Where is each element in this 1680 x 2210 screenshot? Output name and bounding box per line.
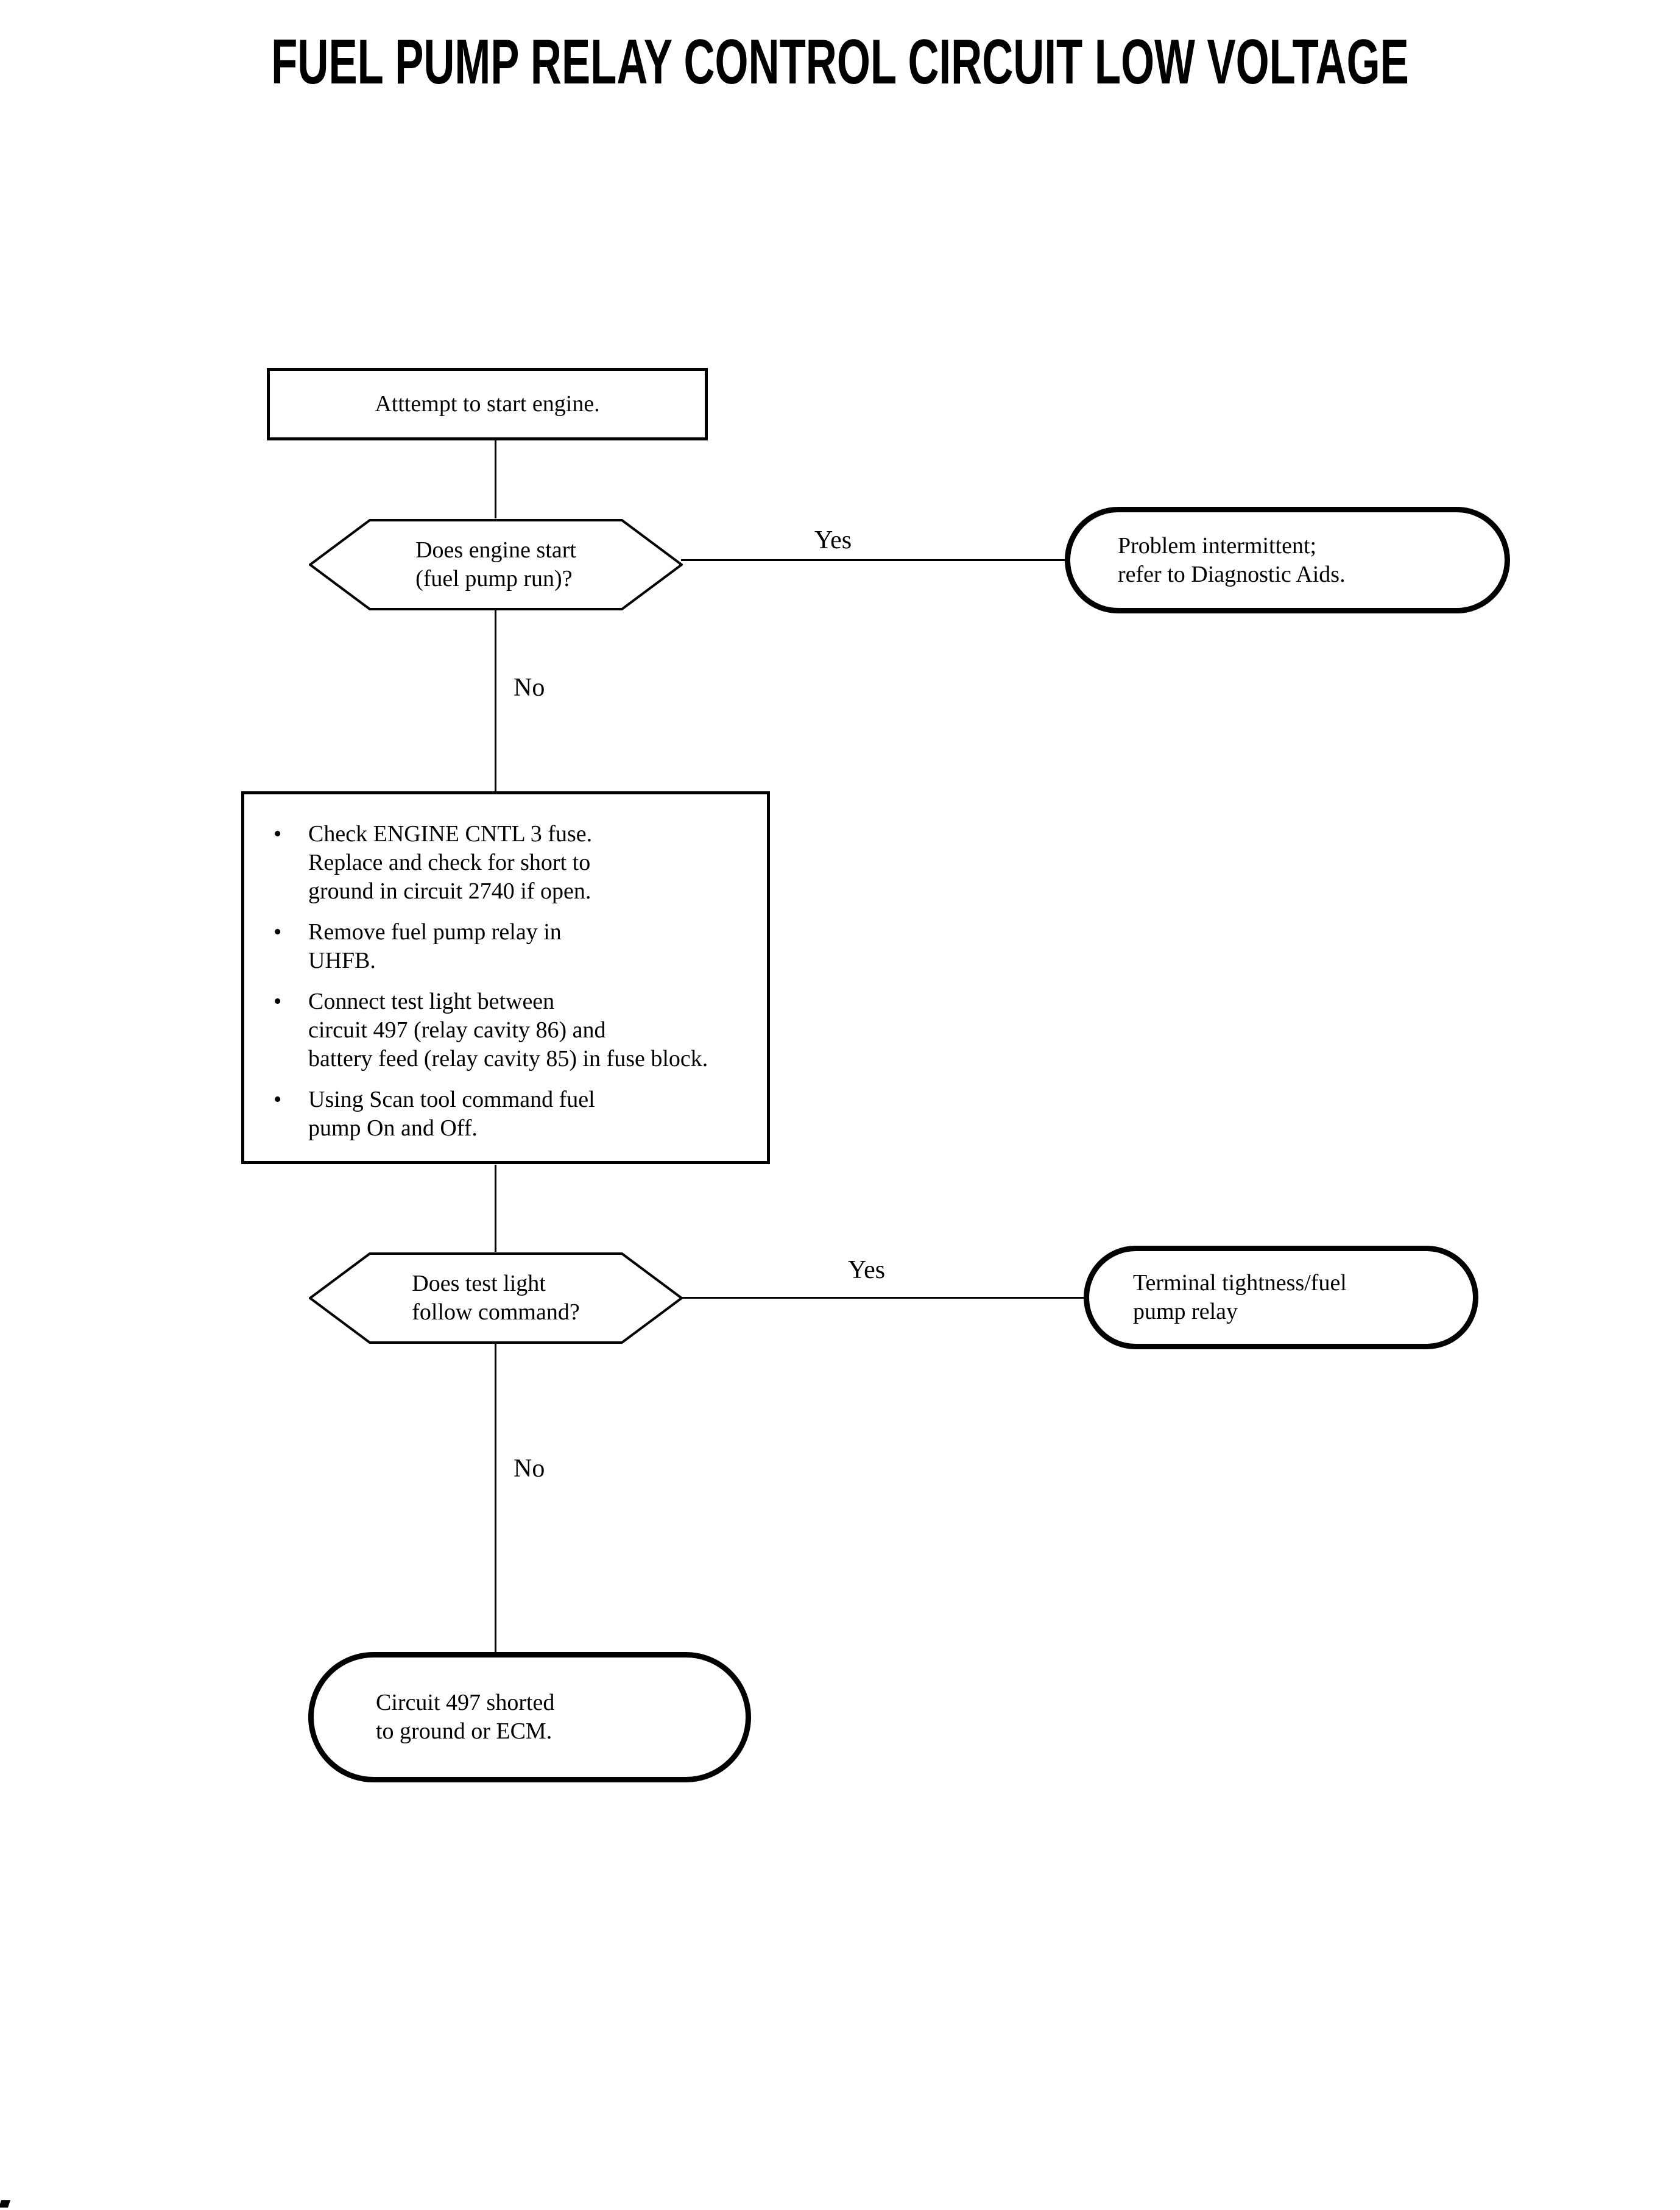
no-label: No bbox=[514, 674, 545, 702]
page-title: FUEL PUMP RELAY CONTROL CIRCUIT LOW VOLT… bbox=[271, 27, 1409, 97]
terminator-circuit-shorted: Circuit 497 shorted to ground or ECM. bbox=[308, 1652, 751, 1782]
terminator-problem-intermittent: Problem intermittent; refer to Diagnosti… bbox=[1065, 507, 1510, 613]
action-item-text: Using Scan tool command fuel pump On and… bbox=[308, 1087, 595, 1141]
action-item-text: Check ENGINE CNTL 3 fuse. Replace and ch… bbox=[308, 821, 593, 904]
yes-label: Yes bbox=[848, 1256, 886, 1284]
no-label: No bbox=[514, 1455, 545, 1483]
start-box-label: Atttempt to start engine. bbox=[375, 391, 600, 417]
bullet-icon: • bbox=[274, 989, 282, 1014]
action-item-text: Remove fuel pump relay in UHFB. bbox=[308, 919, 562, 973]
bullet-icon: • bbox=[274, 821, 282, 847]
action-item: • Connect test light between circuit 497… bbox=[274, 987, 767, 1073]
connector-line bbox=[681, 559, 1066, 561]
terminator-terminal-tightness-label: Terminal tightness/fuel pump relay bbox=[1133, 1270, 1347, 1324]
action-item: • Remove fuel pump relay in UHFB. bbox=[274, 918, 767, 975]
decision-engine-start-label: Does engine start (fuel pump run)? bbox=[415, 537, 576, 591]
connector-line bbox=[495, 437, 496, 518]
connector-line bbox=[681, 1297, 1085, 1299]
action-box: • Check ENGINE CNTL 3 fuse. Replace and … bbox=[241, 791, 770, 1164]
terminator-circuit-shorted-label: Circuit 497 shorted to ground or ECM. bbox=[376, 1690, 555, 1744]
connector-line bbox=[495, 1165, 496, 1252]
yes-label: Yes bbox=[814, 526, 852, 554]
bullet-icon: • bbox=[274, 919, 282, 945]
hexagon-shape bbox=[309, 519, 683, 610]
connector-line bbox=[495, 610, 496, 791]
connector-line bbox=[495, 1343, 496, 1652]
decision-test-light-label: Does test light follow command? bbox=[412, 1271, 580, 1325]
action-item: • Using Scan tool command fuel pump On a… bbox=[274, 1086, 767, 1143]
terminator-terminal-tightness: Terminal tightness/fuel pump relay bbox=[1084, 1246, 1478, 1349]
start-box: Atttempt to start engine. bbox=[267, 368, 708, 440]
action-item-text: Connect test light between circuit 497 (… bbox=[308, 989, 708, 1071]
decision-test-light: Does test light follow command? bbox=[309, 1252, 683, 1344]
terminator-problem-intermittent-label: Problem intermittent; refer to Diagnosti… bbox=[1118, 532, 1346, 587]
decision-engine-start: Does engine start (fuel pump run)? bbox=[309, 518, 683, 611]
scan-artifact bbox=[0, 2200, 10, 2208]
action-item: • Check ENGINE CNTL 3 fuse. Replace and … bbox=[274, 820, 767, 906]
bullet-icon: • bbox=[274, 1087, 282, 1112]
